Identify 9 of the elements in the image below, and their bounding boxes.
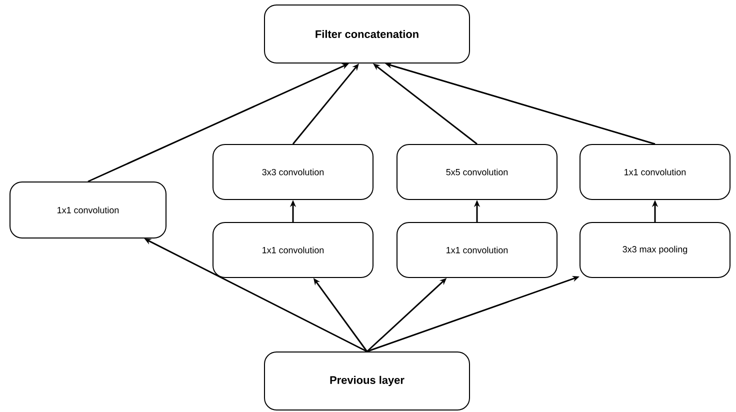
layer-box: 1x1 convolution [580,144,730,200]
layer-box: 5x5 convolution [396,144,558,200]
layer-box: 1x1 convolution [396,222,558,278]
layer-box: Previous layer [264,352,470,410]
layer-box: 3x3 convolution [212,144,374,200]
layer-box: 1x1 convolution [212,222,374,278]
layer-box: 3x3 max pooling [580,222,730,278]
layer-box: Filter concatenation [264,4,470,64]
layer-box: 1x1 convolution [10,182,166,238]
